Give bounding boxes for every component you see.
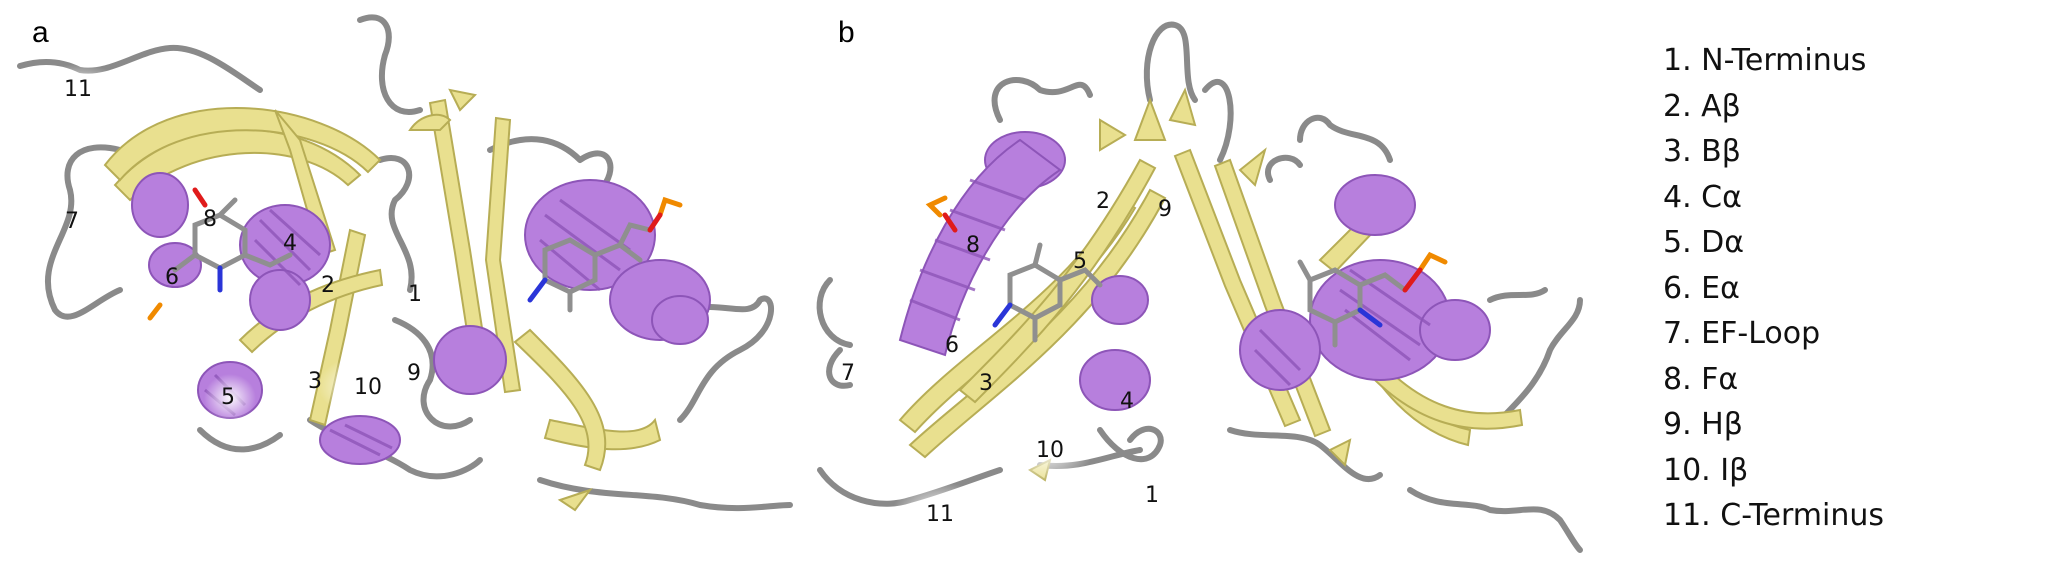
legend-item: 6. Eα [1663,270,1740,306]
panel-b-helix-stripes [909,178,1431,387]
panel-b-label: 2 [1096,189,1110,214]
panel-a-label: 3 [308,369,322,394]
panel-b-label: 6 [945,333,959,358]
panel-a-label: 5 [221,385,235,410]
panel-b-structure [816,21,1583,553]
legend-item: 7. EF-Loop [1663,316,1821,351]
panel-b-label: 5 [1073,249,1087,274]
panel-b-beta-sheet [898,87,1524,482]
legend-item: 10. Iβ [1663,452,1749,488]
panel-b-label: 9 [1158,197,1172,222]
panel-b-label: 10 [1036,438,1064,463]
panel-b-ligands [925,195,1448,348]
panel-b-label: 4 [1120,389,1134,414]
panel-a-label: 7 [65,209,79,234]
panel-a-beta-sheet [103,88,662,512]
label-halos [30,64,1093,542]
panel-b-helices [898,131,1491,411]
legend-item: 11. C-Terminus [1663,498,1884,533]
legend: 1. N-Terminus 2. Aβ 3. Bβ 4. Cα 5. Dα 6.… [1663,38,1884,539]
panel-a-labels: 11 7 8 4 6 2 1 5 3 10 9 [64,77,422,410]
legend-item: 3. Bβ [1663,134,1741,169]
panel-a-label: 11 [64,77,92,102]
panel-b-letter: b [838,16,855,49]
panel-a-label: 6 [165,265,179,290]
panel-a-letter: a [32,16,49,49]
legend-item: 8. Fα [1663,361,1739,397]
panel-b-label: 11 [926,502,954,527]
legend-item: 4. Cα [1663,179,1742,215]
panel-b-label: 3 [979,371,993,396]
panel-a-label: 8 [203,207,217,232]
legend-item: 2. Aβ [1663,88,1741,124]
panel-a-label: 4 [283,231,297,256]
legend-item: 5. Dα [1663,225,1745,260]
panel-a-ligands [147,187,683,321]
panel-a-label: 2 [321,273,335,298]
panel-a-label: 9 [407,361,421,386]
legend-item: 1. N-Terminus [1663,43,1867,78]
panel-a-label: 10 [354,375,382,400]
panel-b-labels: 8 2 9 5 6 7 3 4 10 1 11 [841,189,1172,527]
panel-b-label: 1 [1145,483,1159,508]
panel-a-label: 1 [408,282,422,307]
panel-a-structure [17,14,793,512]
panel-b-label: 7 [841,361,855,386]
legend-item: 9. Hβ [1663,407,1743,442]
panel-b-label: 8 [966,233,980,258]
panel-b-loops [816,21,1583,553]
